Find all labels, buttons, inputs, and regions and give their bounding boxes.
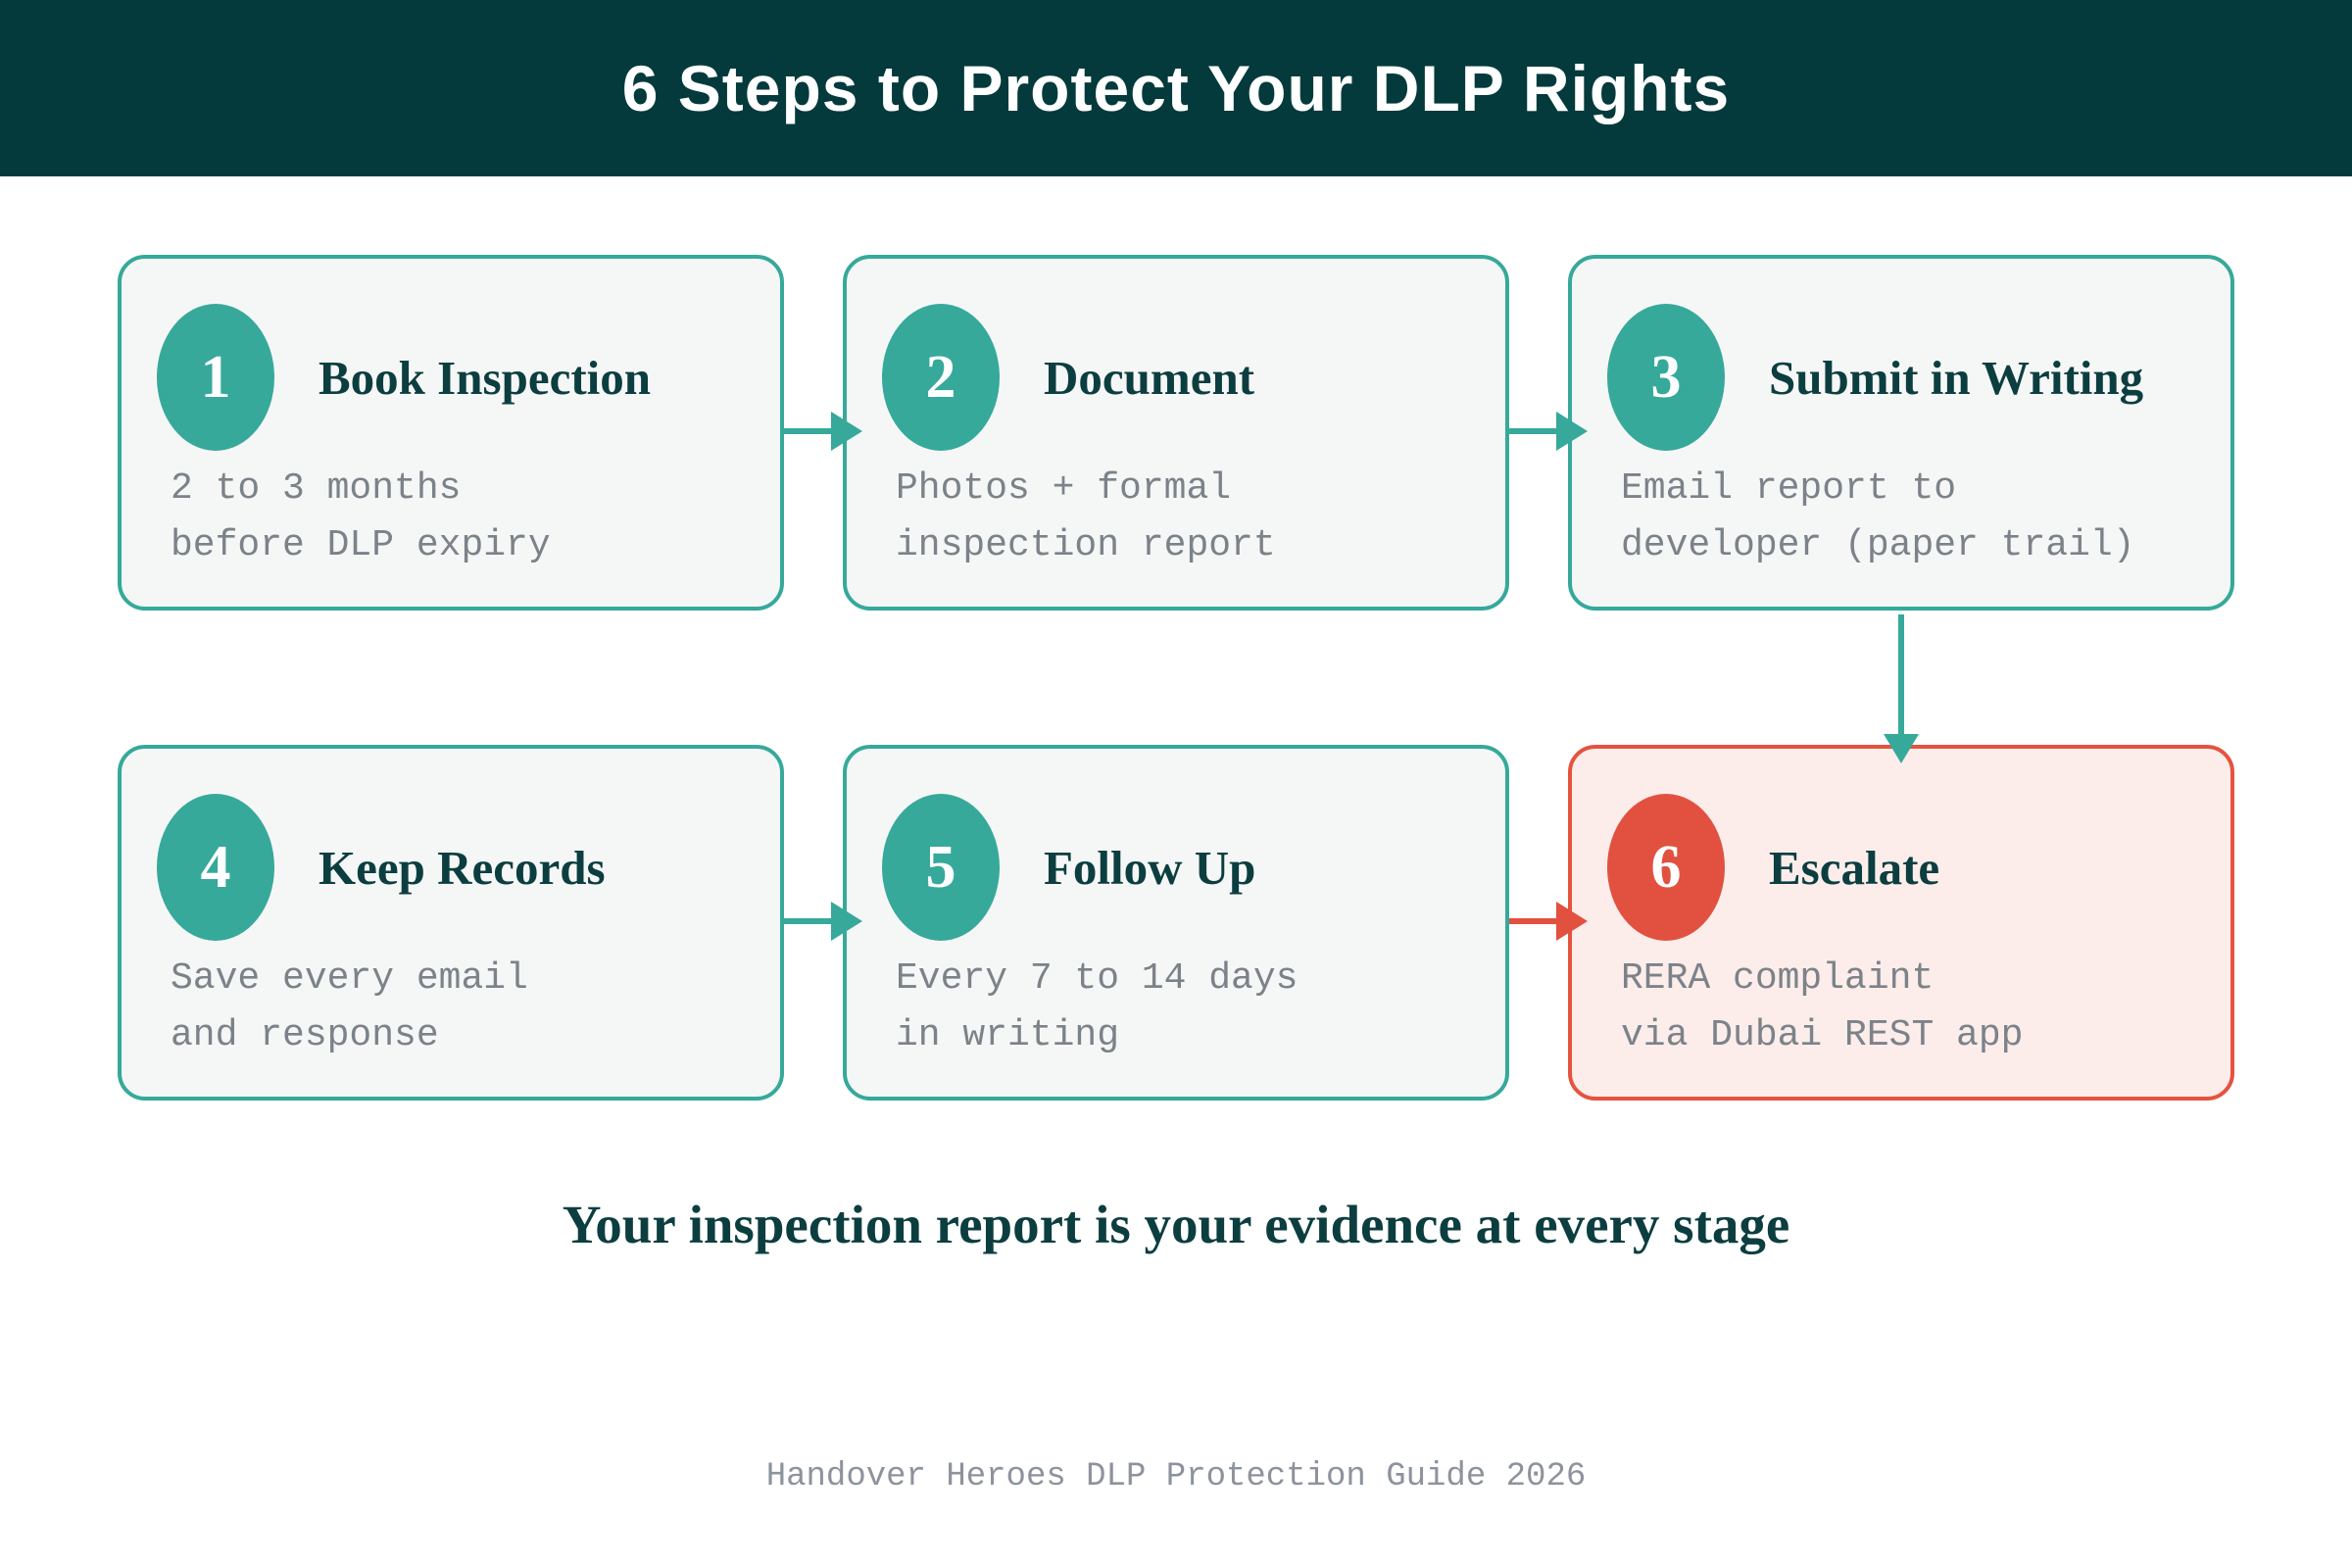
step-3-title: Submit in Writing (1769, 350, 2144, 405)
step-5-description: Every 7 to 14 days in writing (896, 951, 1505, 1064)
step-5-title: Follow Up (1044, 840, 1256, 895)
step-6-desc-line1: RERA complaint (1621, 957, 1935, 1000)
step-3-description: Email report to developer (paper trail) (1621, 461, 2230, 574)
page-title: 6 Steps to Protect Your DLP Rights (621, 52, 1731, 124)
step-2-desc-line2: inspection report (896, 524, 1276, 566)
step-4-number: 4 (200, 834, 231, 901)
step-3-number-badge: 3 (1607, 304, 1725, 451)
step-2-desc-line1: Photos + formal (896, 467, 1232, 510)
step-4-desc-line1: Save every email (171, 957, 528, 1000)
step-1-number: 1 (200, 344, 231, 411)
step-6-description: RERA complaint via Dubai REST app (1621, 951, 2230, 1064)
step-card-3: 3 Submit in Writing Email report to deve… (1568, 255, 2234, 611)
step-5-desc-line2: in writing (896, 1014, 1120, 1056)
step-4-desc-line2: and response (171, 1014, 439, 1056)
step-4-header: 4 Keep Records (157, 794, 780, 941)
footer-credit: Handover Heroes DLP Protection Guide 202… (765, 1458, 1587, 1495)
step-1-desc-line2: before DLP expiry (171, 524, 551, 566)
step-card-5: 5 Follow Up Every 7 to 14 days in writin… (843, 745, 1509, 1101)
step-2-title: Document (1044, 350, 1255, 405)
arrow-shaft (784, 918, 835, 924)
tagline: Your inspection report is your evidence … (562, 1195, 1790, 1254)
step-1-number-badge: 1 (157, 304, 274, 451)
header-bar: 6 Steps to Protect Your DLP Rights (0, 0, 2352, 176)
step-2-description: Photos + formal inspection report (896, 461, 1505, 574)
step-5-number-badge: 5 (882, 794, 1000, 941)
step-3-desc-line1: Email report to (1621, 467, 1957, 510)
step-2-header: 2 Document (882, 304, 1505, 451)
step-5-header: 5 Follow Up (882, 794, 1505, 941)
step-4-description: Save every email and response (171, 951, 780, 1064)
step-3-desc-line2: developer (paper trail) (1621, 524, 2135, 566)
step-6-number: 6 (1650, 834, 1682, 901)
step-1-description: 2 to 3 months before DLP expiry (171, 461, 780, 574)
step-1-desc-line1: 2 to 3 months (171, 467, 462, 510)
step-card-1: 1 Book Inspection 2 to 3 months before D… (118, 255, 784, 611)
step-4-title: Keep Records (318, 840, 606, 895)
step-2-number-badge: 2 (882, 304, 1000, 451)
step-card-6: 6 Escalate RERA complaint via Dubai REST… (1568, 745, 2234, 1101)
step-6-header: 6 Escalate (1607, 794, 2230, 941)
step-6-number-badge: 6 (1607, 794, 1725, 941)
step-6-title: Escalate (1769, 840, 1940, 895)
arrow-head-icon (1556, 902, 1588, 941)
step-card-2: 2 Document Photos + formal inspection re… (843, 255, 1509, 611)
step-3-header: 3 Submit in Writing (1607, 304, 2230, 451)
step-6-desc-line2: via Dubai REST app (1621, 1014, 2024, 1056)
arrow-shaft (1509, 428, 1560, 434)
step-2-number: 2 (925, 344, 956, 411)
step-1-header: 1 Book Inspection (157, 304, 780, 451)
step-5-desc-line1: Every 7 to 14 days (896, 957, 1298, 1000)
arrow-shaft (1898, 614, 1904, 737)
arrow-head-icon (831, 902, 862, 941)
arrow-head-icon (1884, 734, 1919, 763)
step-4-number-badge: 4 (157, 794, 274, 941)
step-3-number: 3 (1650, 344, 1682, 411)
arrow-head-icon (1556, 412, 1588, 451)
arrow-head-icon (831, 412, 862, 451)
arrow-shaft (784, 428, 835, 434)
step-card-4: 4 Keep Records Save every email and resp… (118, 745, 784, 1101)
step-1-title: Book Inspection (318, 350, 652, 405)
step-5-number: 5 (925, 834, 956, 901)
arrow-shaft (1509, 918, 1560, 924)
